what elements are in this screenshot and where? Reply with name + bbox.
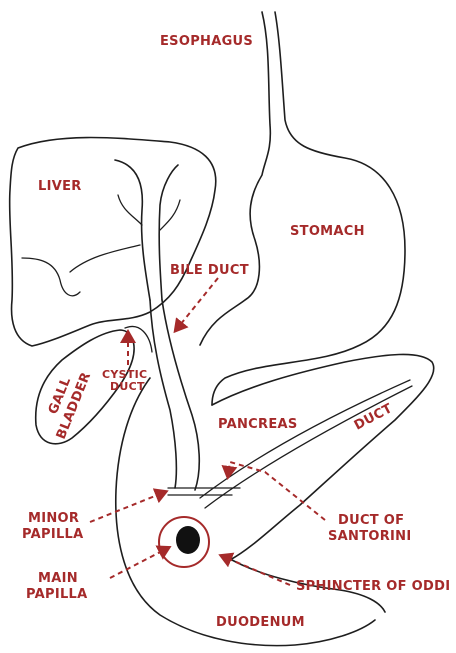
santorini-duct bbox=[168, 488, 240, 495]
label-pancreas: PANCREAS bbox=[218, 417, 298, 432]
bile-duct-left bbox=[115, 160, 150, 300]
label-santorini-1: DUCT OF bbox=[338, 513, 404, 528]
liver-shape bbox=[10, 138, 216, 347]
bile-duct-branch2 bbox=[70, 245, 140, 272]
santorini-arrow bbox=[228, 462, 325, 520]
label-main-papilla-1: MAIN bbox=[38, 571, 78, 586]
label-minor-papilla-1: MINOR bbox=[28, 511, 79, 526]
stomach-shape bbox=[212, 12, 405, 405]
label-esophagus: ESOPHAGUS bbox=[160, 34, 253, 49]
label-main-papilla-2: PAPILLA bbox=[26, 587, 88, 602]
label-sphincter-of-oddi: SPHINCTER OF ODDI bbox=[296, 579, 450, 594]
common-bile-duct-left bbox=[150, 300, 176, 488]
bile-duct-branch3 bbox=[160, 200, 180, 230]
pancreatic-duct-top bbox=[200, 380, 410, 498]
label-duodenum: DUODENUM bbox=[216, 615, 305, 630]
bile-duct-right bbox=[159, 165, 178, 300]
label-liver: LIVER bbox=[38, 179, 82, 194]
minor-papilla-arrow bbox=[90, 492, 165, 522]
common-bile-duct-right bbox=[162, 300, 199, 490]
cystic-duct-shape bbox=[125, 327, 152, 352]
bile-duct-branch1 bbox=[118, 195, 142, 225]
label-santorini-2: SANTORINI bbox=[328, 529, 412, 544]
liver-fold bbox=[22, 258, 80, 296]
bile-duct-arrow bbox=[176, 278, 218, 330]
label-minor-papilla-2: PAPILLA bbox=[22, 527, 84, 542]
label-stomach: STOMACH bbox=[290, 224, 365, 239]
main-papilla-mark bbox=[176, 526, 200, 554]
main-papilla-arrow bbox=[110, 548, 168, 578]
label-cystic-duct-2: DUCT bbox=[110, 380, 145, 393]
esophagus-shape bbox=[200, 12, 270, 345]
label-bile-duct: BILE DUCT bbox=[170, 263, 249, 278]
